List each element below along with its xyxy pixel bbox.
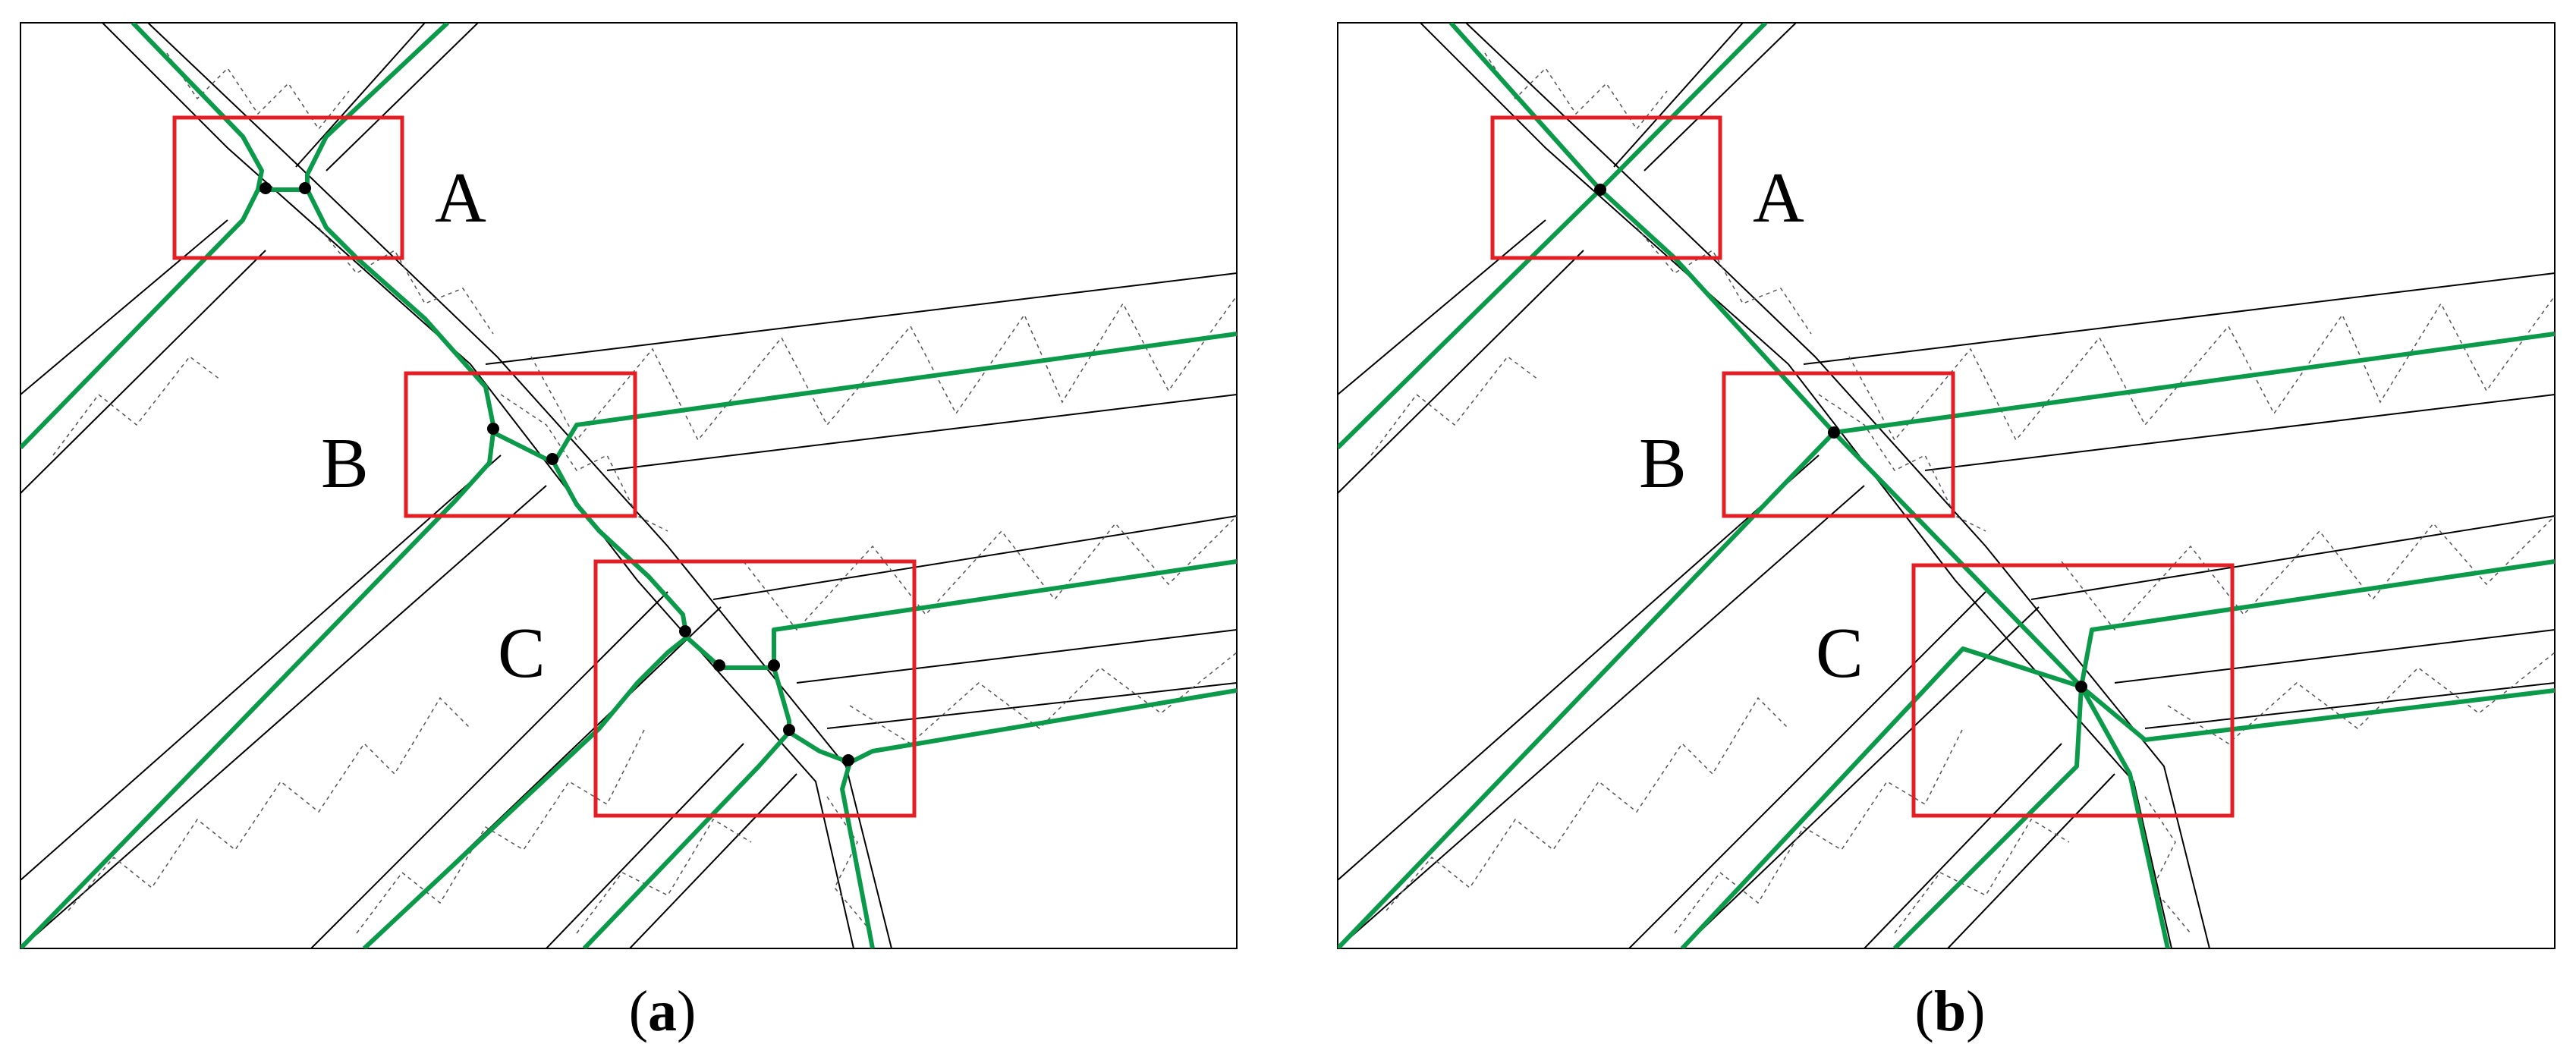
panel-a-frame bbox=[20, 22, 1238, 949]
centerline-13 bbox=[582, 731, 791, 948]
centerline-12 bbox=[2079, 685, 2170, 948]
node bbox=[299, 182, 311, 194]
centerline-14 bbox=[788, 730, 851, 765]
panel-b-caption-letter: b bbox=[1933, 980, 1967, 1043]
centerline-7 bbox=[1832, 430, 2084, 689]
node bbox=[713, 659, 725, 671]
region-label-a: A bbox=[1753, 159, 1804, 237]
centerline-2 bbox=[305, 23, 450, 190]
centerline-11 bbox=[772, 559, 1237, 668]
node bbox=[783, 724, 795, 736]
node bbox=[487, 423, 499, 435]
panel-b-frame bbox=[1337, 22, 2556, 949]
highlight-box-c bbox=[593, 559, 917, 818]
highlight-box-b bbox=[404, 371, 637, 518]
panel-a-caption: (a) bbox=[628, 980, 697, 1043]
road-edges bbox=[1338, 23, 2555, 948]
region-label-b: B bbox=[321, 424, 369, 503]
node bbox=[842, 754, 854, 766]
node bbox=[679, 625, 691, 637]
highlight-box-a bbox=[1490, 115, 1722, 260]
centerline-9 bbox=[362, 635, 688, 948]
node bbox=[1828, 426, 1840, 439]
junction-nodes bbox=[259, 182, 854, 766]
panel-a-diagram: A B C bbox=[20, 22, 1238, 949]
centerline-6 bbox=[1338, 430, 1836, 948]
centerline-1 bbox=[1448, 23, 1603, 192]
junction-nodes bbox=[1594, 184, 2087, 693]
centerline-2 bbox=[1598, 23, 1768, 192]
centerline-9 bbox=[2079, 559, 2555, 687]
highlight-boxes bbox=[1490, 115, 2235, 818]
centerline-11 bbox=[1892, 686, 2084, 948]
road-edges bbox=[20, 23, 1237, 948]
centerline-15 bbox=[848, 688, 1237, 765]
node bbox=[546, 453, 558, 465]
highlight-boxes bbox=[172, 115, 917, 818]
highlight-box-b bbox=[1722, 371, 1955, 518]
region-label-b: B bbox=[1639, 424, 1687, 503]
node bbox=[1594, 184, 1606, 196]
highlight-box-c bbox=[1911, 563, 2235, 818]
region-label-a: A bbox=[435, 159, 486, 237]
panel-b-caption: (b) bbox=[1914, 980, 1986, 1043]
node bbox=[259, 182, 272, 194]
triangulation-lines bbox=[1370, 52, 2555, 934]
centerline-16 bbox=[840, 762, 875, 948]
region-label-c: C bbox=[1816, 614, 1864, 693]
node bbox=[768, 659, 780, 671]
panel-b-diagram: A B C bbox=[1337, 22, 2556, 949]
region-label-c: C bbox=[498, 614, 546, 693]
node bbox=[2075, 681, 2087, 693]
centerlines bbox=[20, 23, 1237, 948]
centerline-4 bbox=[20, 188, 260, 450]
centerline-3 bbox=[1338, 187, 1603, 450]
centerline-10 bbox=[2080, 684, 2555, 742]
centerline-6 bbox=[20, 432, 495, 948]
centerline-8 bbox=[552, 332, 1237, 464]
centerline-1 bbox=[131, 23, 264, 190]
panel-a-caption-letter: a bbox=[648, 980, 677, 1043]
centerline-8 bbox=[1680, 646, 2082, 948]
highlight-box-a bbox=[172, 115, 404, 260]
